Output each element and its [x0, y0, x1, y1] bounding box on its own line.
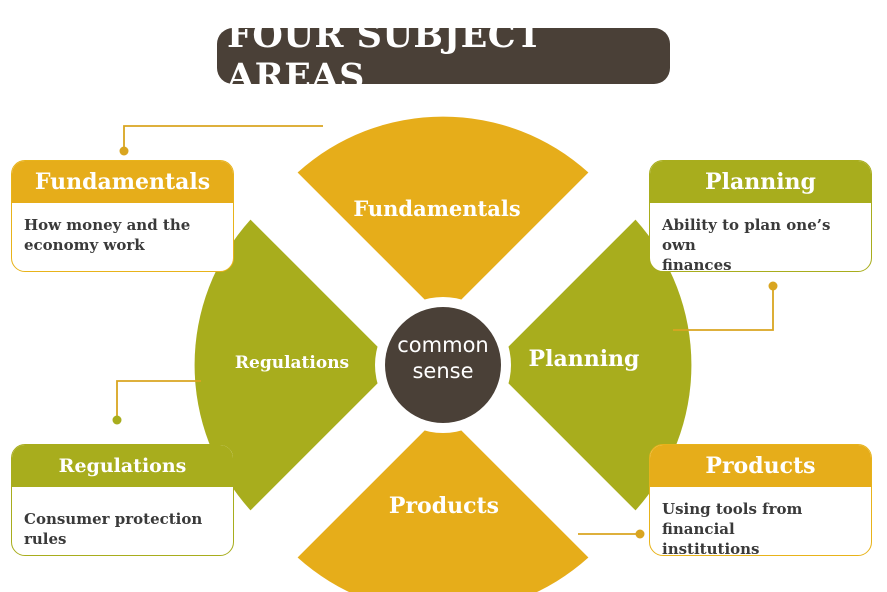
segment-planning: [490, 219, 692, 511]
center-label-line1: common: [397, 333, 488, 357]
card-regulations-title: Regulations: [12, 445, 233, 487]
segment-fundamentals: [297, 116, 589, 318]
segment-regulations: [194, 219, 396, 511]
segment-label-products: Products: [389, 493, 499, 519]
segment-label-planning: Planning: [529, 346, 640, 372]
connector-fundamentals: [123, 125, 323, 151]
connectors: [116, 125, 774, 535]
card-regulations-line1: Consumer protection rules: [24, 510, 203, 548]
card-products-line2: institutions: [662, 540, 760, 556]
center-circle: [385, 307, 501, 423]
card-fundamentals-line2: economy work: [24, 236, 145, 254]
card-products-title: Products: [650, 445, 871, 487]
card-planning-text: Ability to plan one’s own finances: [650, 203, 871, 272]
connector-planning: [673, 286, 774, 331]
card-fundamentals-title: Fundamentals: [12, 161, 233, 203]
connector-dot-fundamentals: [119, 146, 129, 156]
card-products: Products Using tools from financial inst…: [649, 444, 872, 556]
connector-regulations: [116, 380, 201, 420]
connector-dot-regulations: [112, 415, 122, 425]
card-products-text: Using tools from financial institutions: [650, 487, 871, 556]
segment-label-fundamentals: Fundamentals: [353, 196, 520, 221]
connector-dot-planning: [768, 281, 778, 291]
card-planning: Planning Ability to plan one’s own finan…: [649, 160, 872, 272]
card-fundamentals: Fundamentals How money and the economy w…: [11, 160, 234, 272]
card-fundamentals-text: How money and the economy work: [12, 203, 233, 255]
segment-label-regulations: Regulations: [235, 353, 349, 373]
center-label-line2: sense: [412, 359, 473, 383]
card-products-line1: Using tools from financial: [662, 500, 803, 538]
card-fundamentals-line1: How money and the: [24, 216, 191, 234]
card-planning-title: Planning: [650, 161, 871, 203]
card-planning-line2: finances: [662, 256, 732, 272]
card-regulations-text: Consumer protection rules: [12, 487, 233, 549]
card-regulations: Regulations Consumer protection rules: [11, 444, 234, 556]
card-planning-line1: Ability to plan one’s own: [662, 216, 831, 254]
segment-products: [297, 412, 589, 592]
connector-dot-products: [635, 529, 645, 539]
